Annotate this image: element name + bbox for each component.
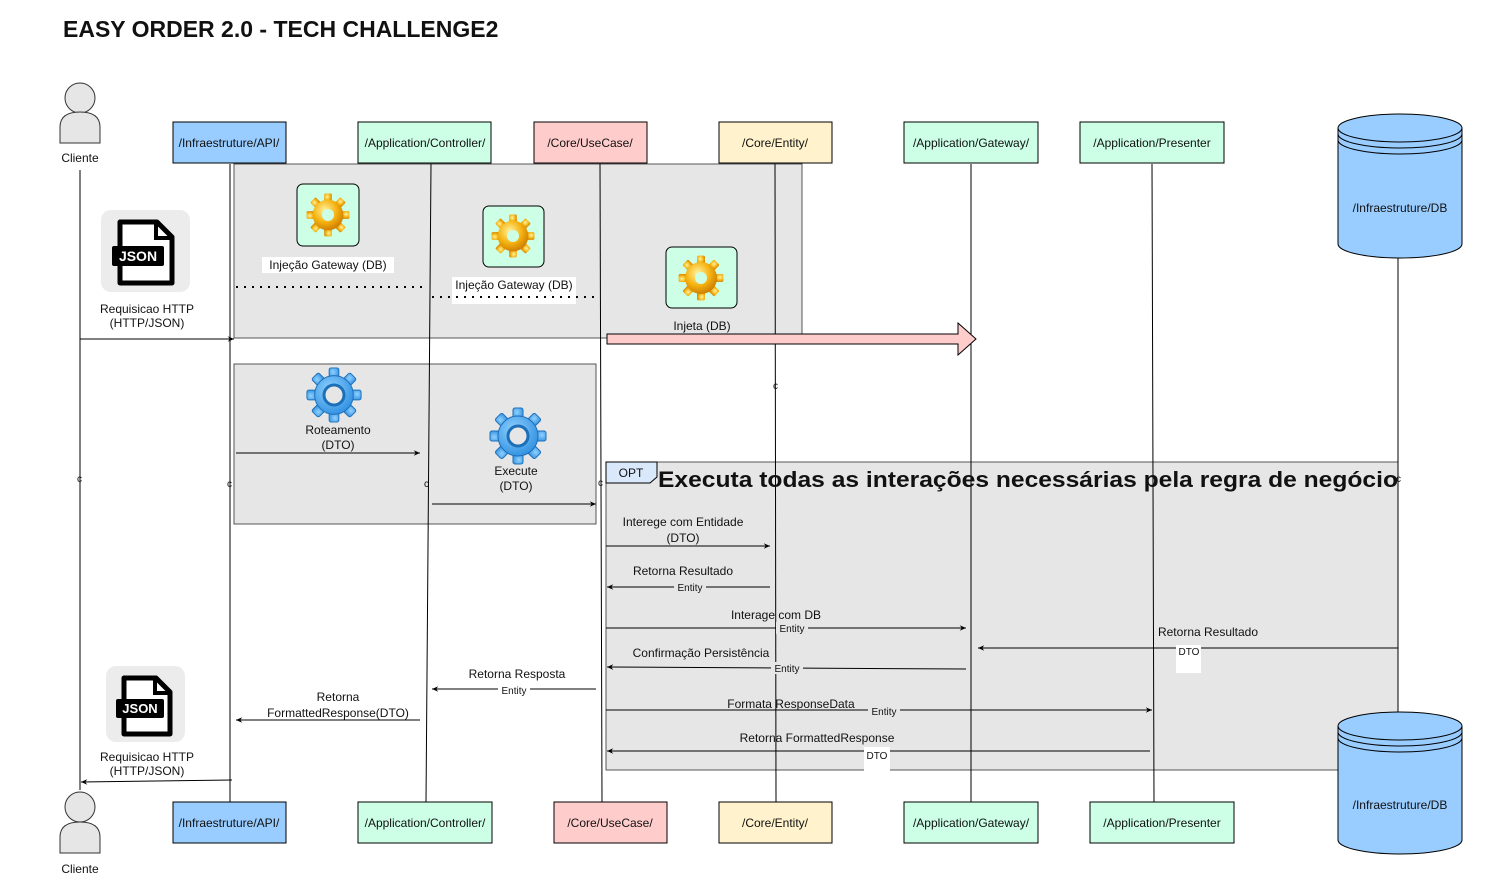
msg-retorna-resposta-sublabel: Entity <box>501 686 526 697</box>
opt-frame <box>605 461 1399 771</box>
http-request-top-label: Requisicao HTTP <box>100 302 194 316</box>
participant-entity-top[interactable] <box>718 121 833 164</box>
msg-confirmacao-persistencia-label: Confirmação Persistência <box>633 646 770 660</box>
gear-icon-routing <box>306 367 362 423</box>
participant-entity-top-label: /Core/Entity/ <box>742 136 809 150</box>
msg-retorna-formattedresponse-label: Retorna FormattedResponse <box>740 731 895 745</box>
http-request-bottom-label: Requisicao HTTP <box>100 750 194 764</box>
msg-retorna-resultado-sublabel: Entity <box>677 583 702 594</box>
lifeline-presenter <box>1151 163 1155 803</box>
json-label-bottom: JSON <box>122 701 157 716</box>
participant-controller-bottom[interactable] <box>357 801 493 844</box>
execute-label: Execute <box>494 464 538 478</box>
gateway-injection-label-1: Injeção Gateway (DB) <box>269 258 386 272</box>
msg-interage-db-sublabel: Entity <box>779 624 804 635</box>
db-cylinder-bottom[interactable]: /Infraestruture/DB <box>1337 711 1463 855</box>
actor-cliente-top-label: Cliente <box>61 151 99 165</box>
msg-formata-responsedata-sublabel: Entity <box>871 707 896 718</box>
gear-icon-inject-db <box>665 246 738 309</box>
participant-controller-top[interactable] <box>357 121 492 164</box>
routing-sublabel: (DTO) <box>321 438 354 452</box>
db-bottom-label: /Infraestruture/DB <box>1353 798 1448 812</box>
http-request-bottom-sublabel: (HTTP/JSON) <box>110 764 185 778</box>
participant-api-top[interactable] <box>172 121 287 164</box>
msg-retorna-resposta-label: Retorna Resposta <box>469 667 566 681</box>
user-icon-head <box>64 82 96 114</box>
msg-retorna-resultado-label: Retorna Resultado <box>633 564 733 578</box>
participant-usecase-top[interactable] <box>533 121 648 164</box>
lifelines <box>79 163 1399 803</box>
inject-db-label: Injeta (DB) <box>673 319 730 333</box>
gear-icon-injection-1 <box>296 183 360 247</box>
participant-presenter-top-label: /Application/Presenter <box>1093 136 1210 150</box>
participant-usecase-bottom[interactable] <box>553 801 668 844</box>
participant-controller-top-label: /Application/Controller/ <box>365 136 486 150</box>
msg-interege-entidade-sublabel: (DTO) <box>666 531 699 545</box>
http-request-top-sublabel: (HTTP/JSON) <box>110 316 185 330</box>
diagram-title: EASY ORDER 2.0 - TECH CHALLENGE2 <box>63 16 498 42</box>
gear-icon-injection-2 <box>482 205 545 268</box>
marker-entity: c <box>773 381 778 392</box>
opt-frame-title: Executa todas as interações necessárias … <box>658 467 1398 492</box>
lifeline-entity <box>774 163 777 803</box>
gear-icon-execute <box>489 407 547 465</box>
user-icon-head <box>64 791 96 823</box>
json-file-icon-bottom: JSON <box>106 666 185 742</box>
participant-api-top-label: /Infraestruture/API/ <box>179 136 280 150</box>
participant-api-bottom-label: /Infraestruture/API/ <box>179 816 280 830</box>
lifeline-usecase <box>599 163 603 803</box>
participant-presenter-bottom-label: /Application/Presenter <box>1103 816 1220 830</box>
execute-sublabel: (DTO) <box>499 479 532 493</box>
marker-api: c <box>227 479 232 490</box>
marker-cliente: c <box>77 474 82 485</box>
msg-retorna-formatted-label: Retorna <box>317 690 360 704</box>
actor-cliente-top[interactable]: Cliente <box>59 82 101 165</box>
participant-usecase-bottom-label: /Core/UseCase/ <box>567 816 653 830</box>
opt-tag: OPT <box>605 461 658 484</box>
participant-gateway-top-label: /Application/Gateway/ <box>913 136 1030 150</box>
db-cylinder-top[interactable]: /Infraestruture/DB <box>1337 113 1463 259</box>
db-top-label: /Infraestruture/DB <box>1353 201 1448 215</box>
participant-usecase-top-label: /Core/UseCase/ <box>547 136 633 150</box>
msg-interege-entidade-label: Interege com Entidade <box>623 515 744 529</box>
msg-retorna-formattedresponse-sublabel: DTO <box>867 751 888 762</box>
inject-db-arrow <box>606 321 977 357</box>
actor-cliente-bottom[interactable]: Cliente <box>59 791 101 876</box>
lifeline-controller <box>425 163 432 803</box>
participant-api-bottom[interactable] <box>172 801 287 844</box>
actor-cliente-bottom-label: Cliente <box>61 862 99 876</box>
participant-gateway-top[interactable] <box>903 121 1039 164</box>
msg-interage-db-label: Interage com DB <box>731 608 821 622</box>
marker-db: c <box>1396 474 1401 485</box>
participant-controller-bottom-label: /Application/Controller/ <box>365 816 486 830</box>
msg-retorna-resultado-db-sublabel: DTO <box>1179 647 1200 658</box>
http-response-arrow <box>80 779 233 785</box>
participant-entity-bottom-label: /Core/Entity/ <box>742 816 809 830</box>
msg-formata-responsedata-label: Formata ResponseData <box>727 697 855 711</box>
participant-entity-bottom[interactable] <box>718 801 833 844</box>
lifeline-markers: c c c c c c <box>77 381 1401 490</box>
opt-tag-label: OPT <box>619 466 644 480</box>
msg-confirmacao-persistencia-sublabel: Entity <box>774 664 799 675</box>
msg-retorna-formatted-sublabel: FormattedResponse(DTO) <box>267 706 409 720</box>
user-icon-body <box>59 111 101 144</box>
participant-gateway-bottom[interactable] <box>903 801 1039 844</box>
marker-usecase: c <box>598 478 603 489</box>
gateway-injection-label-2: Injeção Gateway (DB) <box>455 278 572 292</box>
participant-presenter-bottom[interactable] <box>1089 801 1235 844</box>
json-label-top: JSON <box>119 248 157 264</box>
msg-retorna-resultado-db-label: Retorna Resultado <box>1158 625 1258 639</box>
routing-label: Roteamento <box>305 423 371 437</box>
participant-gateway-bottom-label: /Application/Gateway/ <box>913 816 1030 830</box>
json-file-icon-top: JSON <box>101 210 190 292</box>
routing-frame <box>233 363 597 525</box>
marker-controller: c <box>424 479 429 490</box>
user-icon-body <box>59 821 101 854</box>
participant-presenter-top[interactable] <box>1079 121 1225 164</box>
